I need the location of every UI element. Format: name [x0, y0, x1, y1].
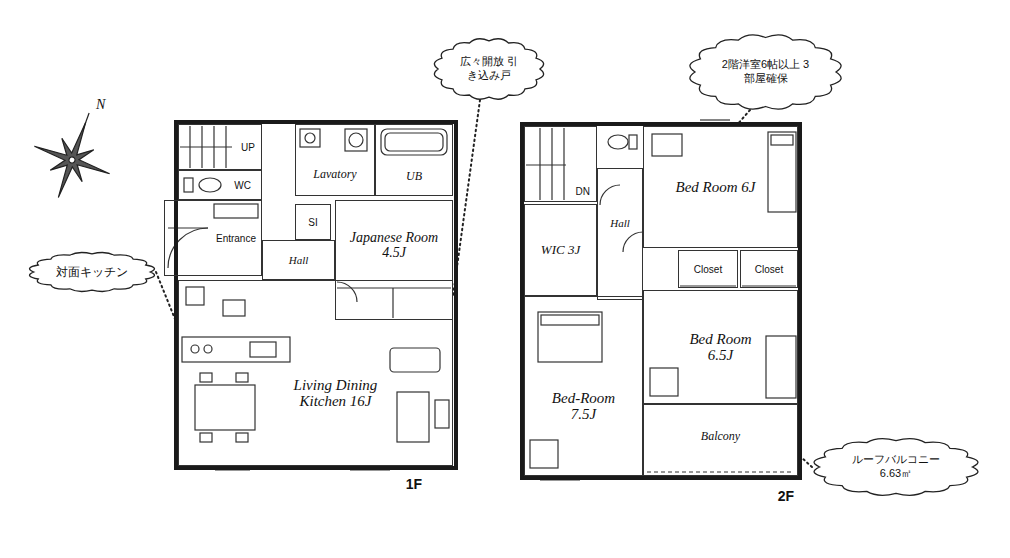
lavatory: Lavatory — [295, 124, 375, 196]
room-label: Japanese Room 4.5J — [340, 230, 448, 261]
room-label: UP — [239, 142, 257, 153]
closet: Closet — [678, 250, 738, 288]
stairs: UP — [178, 124, 262, 170]
room-label: DN — [574, 186, 592, 197]
callout-text: 2階洋室6帖以上 3部屋確保 — [716, 58, 816, 86]
floor-label: 2F — [776, 488, 796, 504]
room-label: WC — [232, 180, 253, 191]
callout-cloud: ルーフバルコニー 6.63㎡ — [812, 438, 980, 496]
room-label: Entrance — [214, 233, 258, 244]
room-label: Bed Room 6.5J — [677, 331, 765, 364]
room-label: Hall — [287, 254, 311, 266]
room-label: Living Dining Kitchen 16J — [288, 377, 384, 410]
cloud-shape — [690, 35, 841, 109]
bedroom: Bed Room 6.5J — [643, 290, 798, 404]
callout-text: 広々開放 引き込み戸 — [456, 55, 522, 83]
room-label: Lavatory — [311, 168, 358, 181]
callout-text: 対面キッチン — [54, 265, 130, 280]
callout-cloud: 広々開放 引き込み戸 — [433, 38, 545, 100]
living-dining-kitchen: Living Dining Kitchen 16J — [178, 280, 453, 466]
callout-cloud: 対面キッチン — [28, 252, 156, 292]
entrance: Entrance — [164, 200, 262, 276]
bedroom: Bed-Room 7.5J — [524, 296, 643, 476]
cloud-shape — [30, 252, 155, 291]
stairs: DN — [524, 126, 597, 202]
room-label: Bed-Room 7.5J — [540, 390, 628, 423]
north-label: N — [95, 97, 106, 112]
closet: Closet — [740, 250, 798, 288]
balcony: Balcony — [643, 404, 798, 476]
cloud-shape — [434, 39, 543, 99]
floor-outline: 2FDNBed Room 6JHallWIC 3JClosetClosetBed… — [520, 122, 802, 480]
floor-label: 1F — [404, 476, 424, 492]
hall: Hall — [262, 240, 335, 280]
callout-cloud: 2階洋室6帖以上 3部屋確保 — [688, 34, 843, 110]
room-label: Bed Room 6J — [674, 179, 758, 196]
storage: SI — [295, 204, 331, 240]
room-label: Balcony — [699, 430, 742, 443]
room-label: WIC 3J — [539, 243, 582, 257]
bedroom: Bed Room 6J — [643, 126, 798, 248]
hall: Hall — [597, 168, 643, 300]
toilet-room: WC — [178, 170, 262, 200]
callout-text: ルーフバルコニー 6.63㎡ — [842, 453, 950, 481]
room-label: Closet — [692, 264, 724, 275]
room-label: SI — [306, 217, 319, 228]
walk-in-closet: WIC 3J — [524, 204, 597, 296]
unit-bath: UB — [375, 124, 453, 196]
japanese-room: Japanese Room 4.5J — [335, 200, 453, 320]
cloud-shape — [814, 439, 978, 496]
room-label: Hall — [608, 217, 632, 229]
floor-outline: 1FUPWCEntranceLavatoryUBSIHallJapanese R… — [174, 120, 458, 470]
room-label: Closet — [753, 264, 785, 275]
room-label: UB — [404, 170, 424, 183]
